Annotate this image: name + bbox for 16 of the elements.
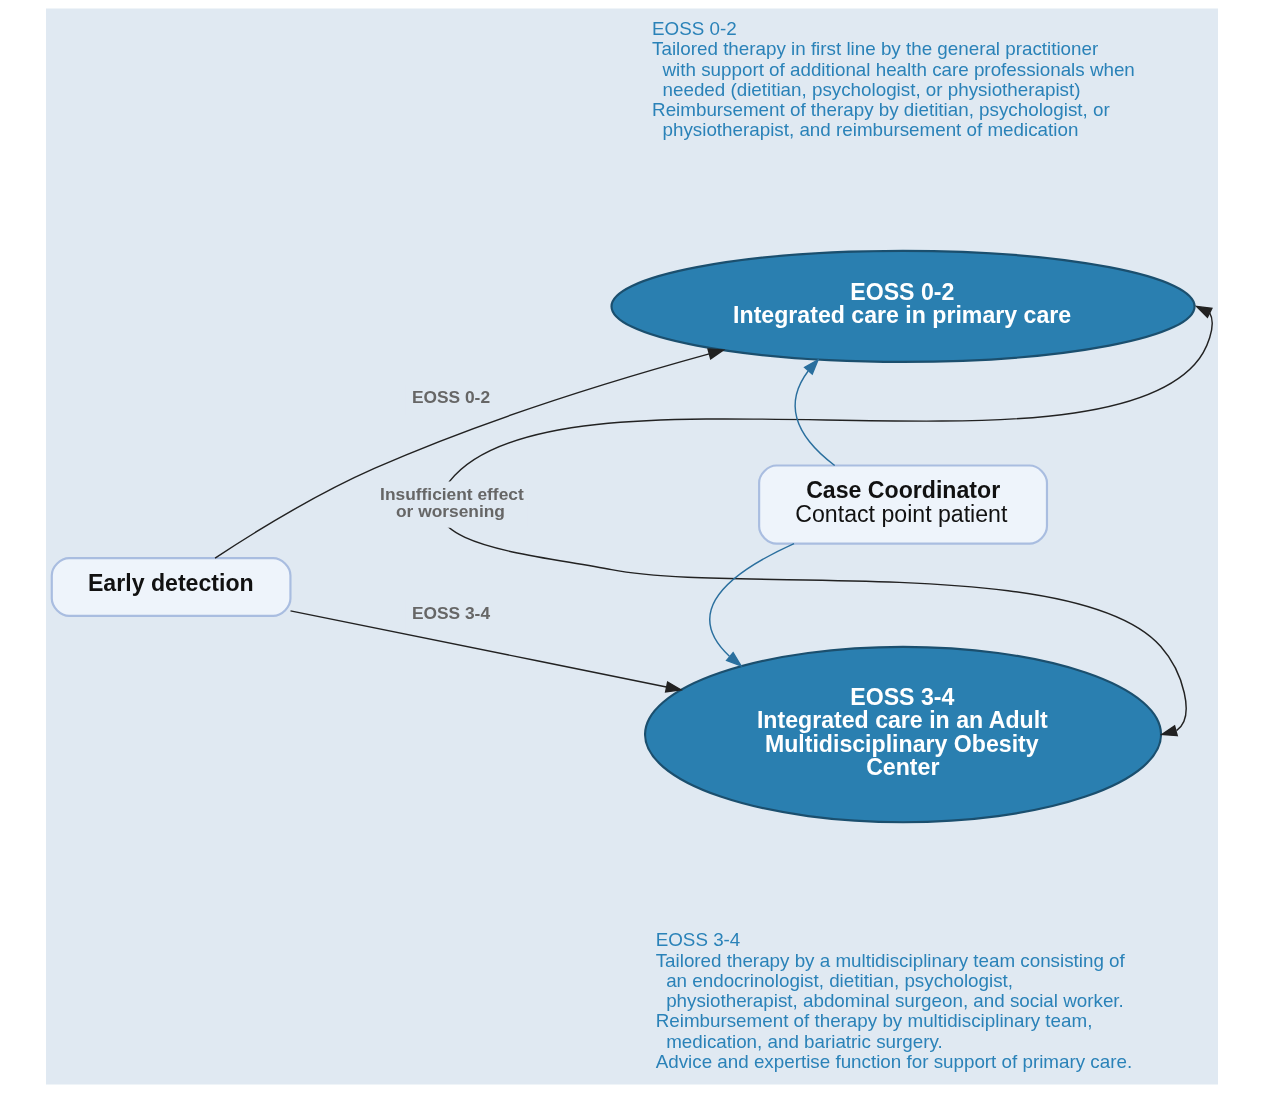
node-label: Reimbursement of therapy by dietitian, psychologist, or physiotherapist, and reimbursement of medication	[651, 99, 1110, 141]
arrow	[213, 348, 725, 559]
node-label: EOSS 0-2	[651, 18, 737, 40]
arrow	[289, 610, 683, 693]
edge-label: Insufficient effect or worsening	[379, 483, 524, 521]
node-box: Case Coordinator Contact point patient	[757, 464, 1048, 545]
edge-label: EOSS 0-2	[411, 387, 490, 408]
node-label: Tailored therapy in first line by the general practitioner with support of additional health care professionals when needed (dietitian, psychologist, or physiotherapist)	[651, 38, 1135, 100]
arrow	[708, 542, 795, 668]
node-label: Tailored therapy by a multidisciplinary team consisting of an endocrinologist, dietitian, psychologist, physiotherapist, abdominal surgeon, and social worker.	[655, 949, 1125, 1012]
arrow	[793, 358, 835, 467]
node-label: Reimbursement of therapy by multidisciplinary team, medication, and bariatric surgery.	[655, 1010, 1092, 1052]
node-ellipse: EOSS 3-4 Integrated care in an Adult Multidisciplinary Obesity Center	[643, 645, 1162, 824]
node-label: EOSS 3-4	[655, 929, 740, 951]
node-box: Early detection	[50, 557, 292, 617]
edge-label: EOSS 3-4	[411, 602, 490, 623]
